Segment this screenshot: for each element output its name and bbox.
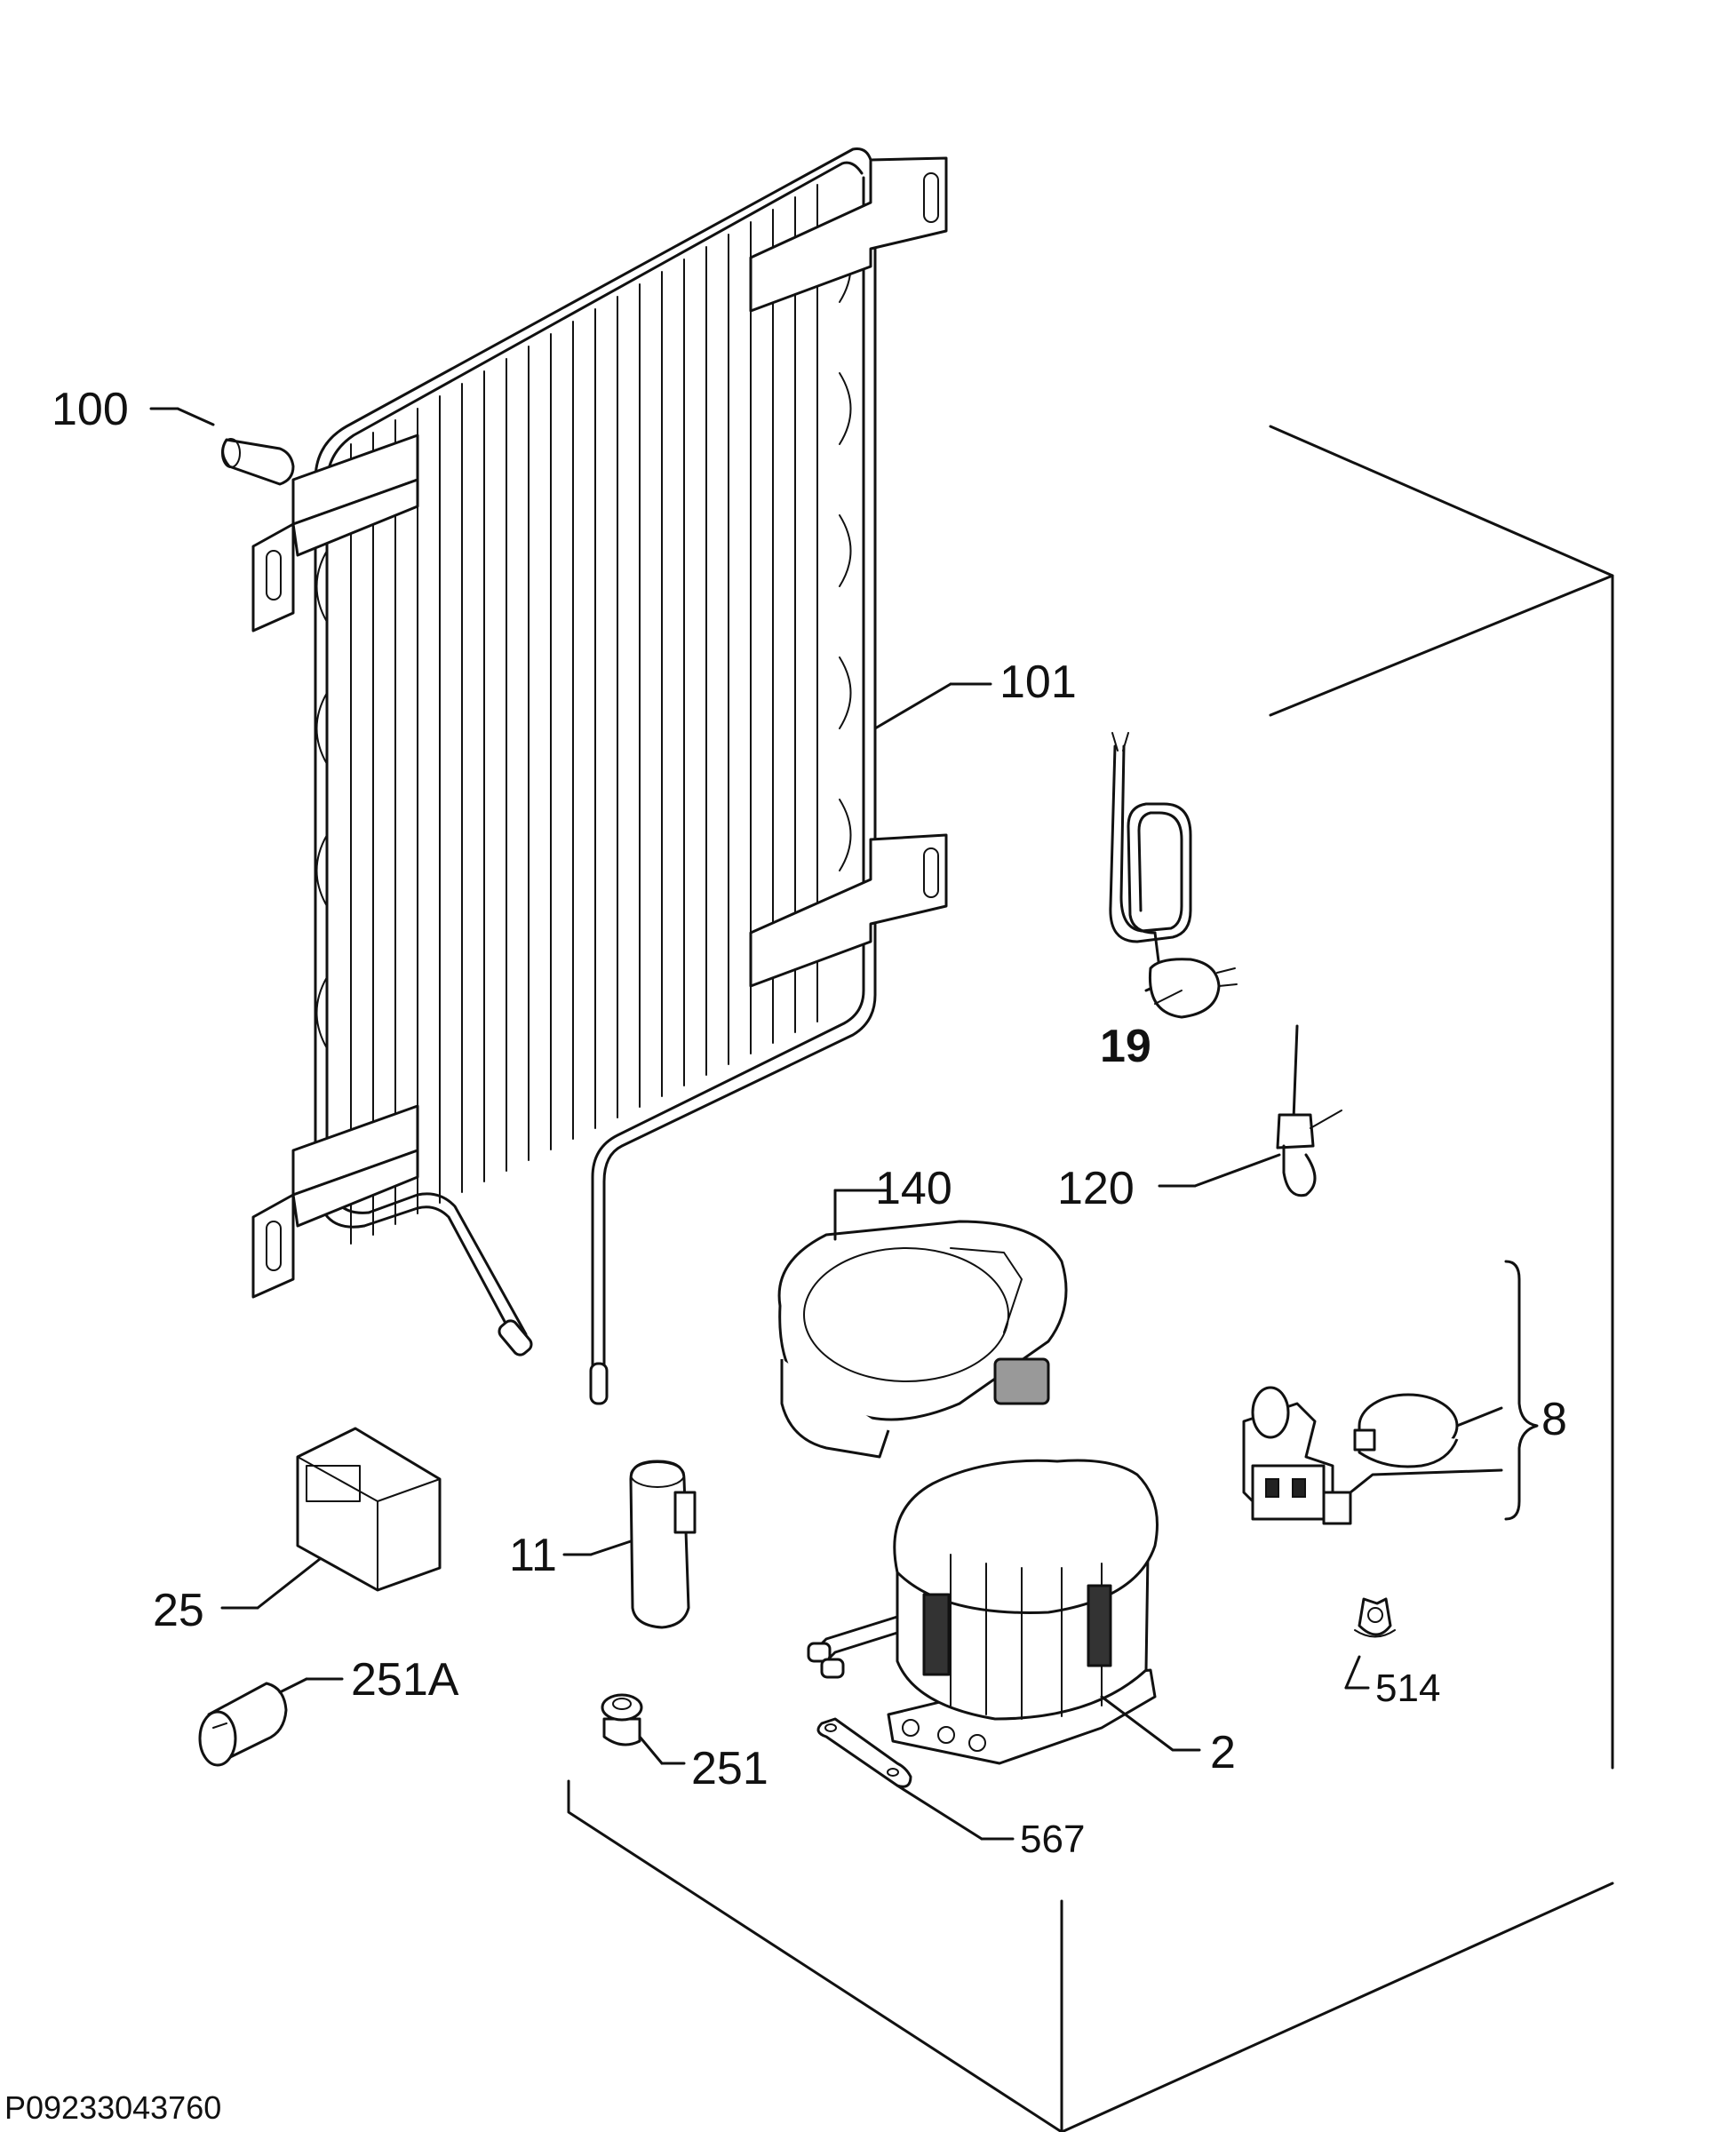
label-101: 101	[999, 656, 1077, 708]
label-25: 25	[153, 1585, 204, 1636]
foot-part-251	[601, 1693, 686, 1765]
relay-starter-part-8	[1242, 1260, 1539, 1525]
label-100: 100	[52, 384, 129, 435]
label-11: 11	[509, 1530, 557, 1581]
part-labels: 100 101 19 120 140 8 25 11 251A 251 567 …	[52, 384, 1567, 1861]
grommet-part-514	[1344, 1597, 1396, 1690]
dryer-filter-part-11	[562, 1460, 697, 1629]
label-251: 251	[691, 1743, 768, 1794]
label-567: 567	[1020, 1818, 1085, 1861]
compressor-cover-part-140	[777, 1189, 1068, 1459]
box-part-25	[220, 1427, 442, 1610]
label-8: 8	[1541, 1394, 1567, 1445]
pin-part-100	[149, 407, 295, 486]
label-2: 2	[1210, 1727, 1236, 1778]
sensor-part-120	[1158, 1024, 1342, 1197]
mains-cable-part-19	[1109, 732, 1238, 1019]
drawing-code: P09233043760	[4, 2089, 221, 2126]
label-19: 19	[1100, 1021, 1151, 1072]
compressor-part-2	[807, 1459, 1201, 1765]
label-140: 140	[875, 1163, 952, 1214]
cabinet-outline	[567, 425, 1614, 2132]
label-514: 514	[1375, 1667, 1440, 1710]
label-251a: 251A	[351, 1654, 459, 1706]
sleeve-part-251A	[198, 1677, 344, 1767]
condenser-coil	[251, 147, 948, 1405]
strap-part-567	[816, 1717, 1015, 1841]
label-120: 120	[1057, 1163, 1135, 1214]
